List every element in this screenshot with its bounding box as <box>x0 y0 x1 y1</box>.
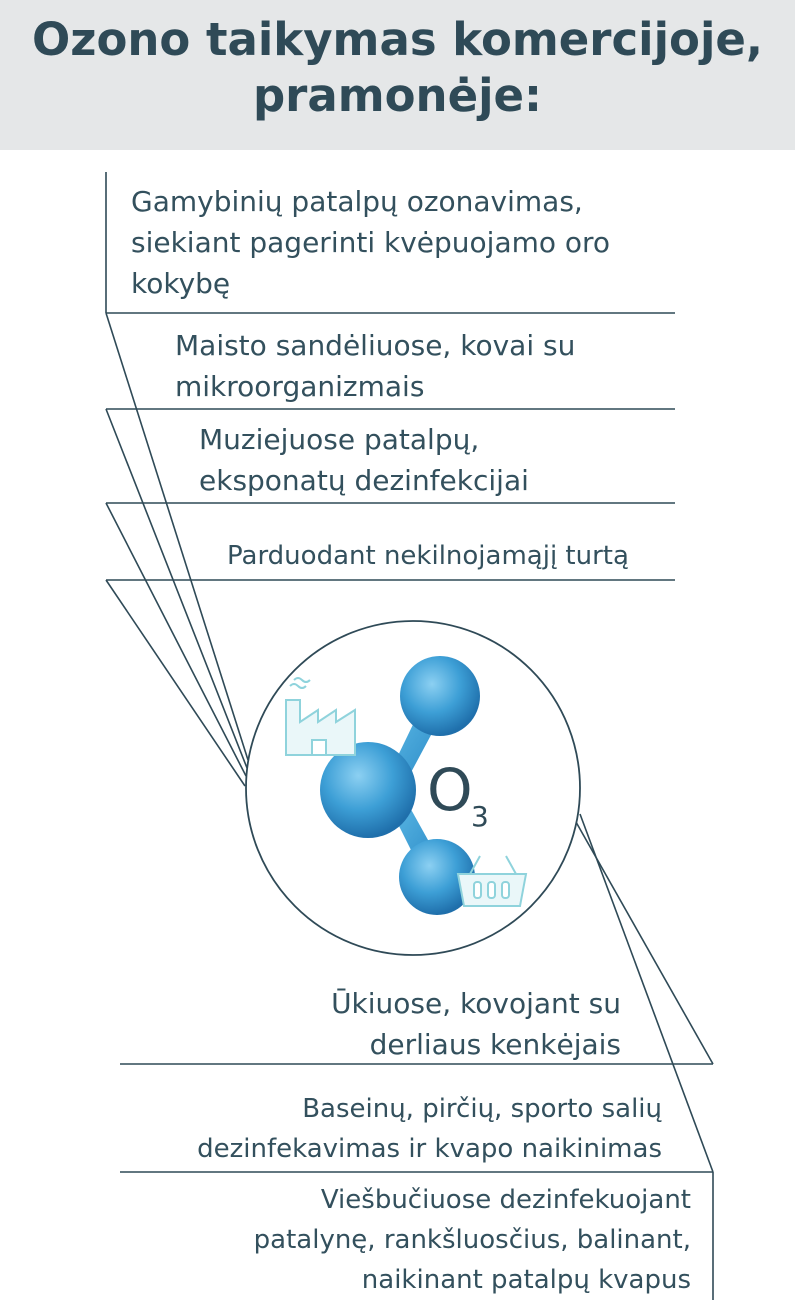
application-item-7: Viešbučiuose dezinfekuojant patalynę, ra… <box>253 1185 691 1295</box>
formula-subscript: 3 <box>471 800 489 833</box>
title-line-2: pramonėje: <box>252 69 543 122</box>
title-line-1: Ozono taikymas komercijoje, <box>32 13 763 66</box>
atom-center <box>320 742 416 838</box>
application-item-3: Muziejuose patalpų, eksponatų dezinfekci… <box>199 423 529 497</box>
page-title: Ozono taikymas komercijoje, pramonėje: <box>0 12 795 124</box>
application-item-6: Baseinų, pirčių, sporto salių dezinfekav… <box>197 1094 662 1164</box>
application-item-1: Gamybinių patalpų ozonavimas, siekiant p… <box>131 185 611 300</box>
header-banner <box>0 0 795 150</box>
application-item-2: Maisto sandėliuose, kovai su mikroorgani… <box>175 329 576 403</box>
atom-top <box>400 656 480 736</box>
application-item-4: Parduodant nekilnojamąjį turtą <box>227 541 629 571</box>
basket-icon <box>456 855 528 907</box>
factory-icon <box>285 677 356 756</box>
atom-bottom <box>399 839 475 915</box>
application-item-5: Ūkiuose, kovojant su derliaus kenkėjais <box>331 987 621 1061</box>
formula-letter: O <box>427 756 473 824</box>
